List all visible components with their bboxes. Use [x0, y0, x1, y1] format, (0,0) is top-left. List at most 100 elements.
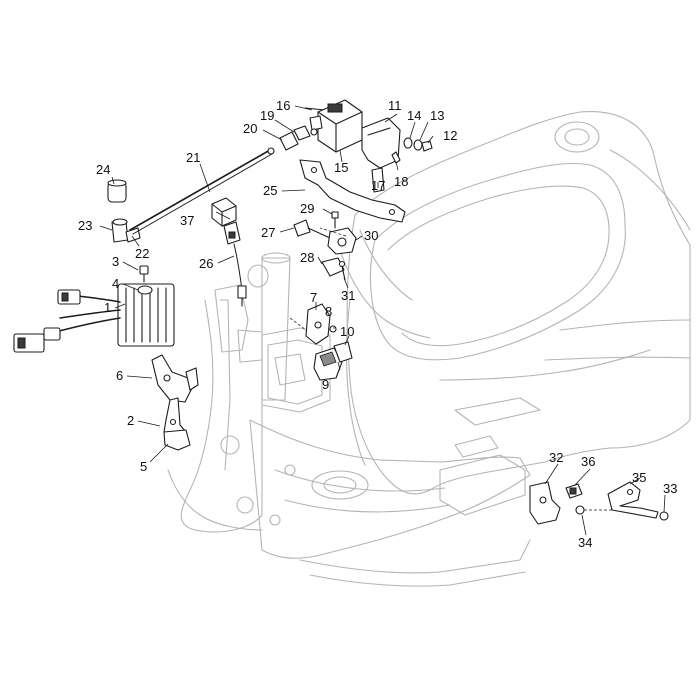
regulator-wire-1 — [59, 309, 121, 319]
assembly-guide — [289, 317, 307, 331]
regulator-screw — [139, 265, 149, 283]
frame-front-left — [180, 299, 263, 533]
regulator-connector-1 — [57, 289, 81, 305]
rubber-block — [211, 197, 237, 227]
frame-seat-area — [439, 349, 651, 381]
nut-8 — [329, 325, 337, 333]
callout-labels: 1 2 3 4 5 6 7 8 9 10 11 12 13 14 15 16 1… — [78, 98, 677, 550]
voltage-regulator — [13, 283, 175, 353]
frame-front-bracket-2 — [237, 329, 263, 363]
screw-29 — [331, 211, 339, 219]
callout-23: 23 — [78, 218, 92, 233]
callout-36: 36 — [581, 454, 595, 469]
frame-inner-cavity — [369, 162, 626, 361]
frame-grab-bar — [454, 397, 541, 426]
callout-30: 30 — [364, 228, 378, 243]
frame-lower-hole-1 — [220, 435, 240, 455]
frame-rear-cowl — [609, 149, 691, 231]
callout-22: 22 — [135, 246, 149, 261]
frame-body-outline — [346, 110, 691, 495]
support-bracket — [299, 159, 406, 223]
callout-18: 18 — [394, 174, 408, 189]
callout-9: 9 — [322, 377, 329, 392]
frame-headtube — [261, 257, 291, 401]
frame-cable-run — [339, 249, 431, 339]
frame-floor-rail — [299, 539, 531, 574]
frame-floor-hole-inner — [323, 476, 357, 494]
frame-cable-run-2 — [359, 229, 413, 301]
frame-fuel-cap-outer — [554, 121, 600, 153]
washer-14 — [403, 137, 413, 149]
bracket-28 — [321, 257, 345, 277]
frame-center-ridge — [345, 299, 366, 466]
frame-side-panel-line-2 — [544, 356, 691, 361]
callout-29: 29 — [300, 201, 314, 216]
leader-lines — [99, 105, 666, 536]
callout-2: 2 — [127, 413, 134, 428]
callout-34: 34 — [578, 535, 592, 550]
frame-front-left-2 — [219, 299, 231, 471]
relay-pin — [304, 107, 326, 111]
starter-relay — [309, 99, 363, 153]
frame-ecu-housing — [261, 327, 331, 413]
rubber-cap — [279, 131, 299, 151]
callout-10: 10 — [340, 324, 354, 339]
strap-bracket-35 — [607, 481, 659, 519]
long-cable — [129, 149, 271, 231]
frame-floor — [249, 419, 531, 559]
callout-24: 24 — [96, 162, 110, 177]
scooter-frame — [167, 110, 691, 587]
frame-ecu-inner — [267, 339, 323, 405]
clamp-10 — [333, 341, 353, 363]
bracket-32 — [529, 481, 561, 525]
callout-33: 33 — [663, 481, 677, 496]
callout-17: 17 — [371, 178, 385, 193]
frame-front-bracket — [214, 284, 249, 353]
callout-21: 21 — [186, 150, 200, 165]
callout-3: 3 — [112, 254, 119, 269]
sensor-lead — [233, 243, 243, 291]
callout-25: 25 — [263, 183, 277, 198]
regulator-body — [117, 283, 175, 347]
callout-28: 28 — [300, 250, 314, 265]
frame-floor-rib-1 — [274, 469, 446, 492]
callout-11: 11 — [388, 98, 402, 113]
regulator-wire-3 — [77, 295, 121, 303]
regulator-washer — [137, 285, 153, 295]
frame-lower-hole-4 — [269, 514, 281, 526]
washer-13 — [413, 139, 423, 151]
assembly-guide — [319, 227, 347, 237]
clip-18 — [391, 151, 401, 164]
regulator-connector-3 — [43, 327, 61, 341]
callout-13: 13 — [430, 108, 444, 123]
frame-lower-hole-3 — [284, 464, 296, 476]
callout-14: 14 — [407, 108, 421, 123]
connector-27 — [293, 219, 311, 237]
regulator-connector-1-pin — [61, 292, 69, 302]
callout-27: 27 — [261, 225, 275, 240]
sensor-plug — [237, 285, 247, 299]
frame-side-panel-line — [559, 319, 691, 331]
nut-33 — [659, 511, 669, 521]
bracket-tab-17 — [371, 167, 385, 193]
callout-32: 32 — [549, 450, 563, 465]
callout-26: 26 — [199, 256, 213, 271]
frame-step-plate — [439, 454, 526, 516]
callout-37: 37 — [180, 213, 194, 228]
frame-inner-cavity-edge — [387, 185, 610, 347]
frame-step-plate-slot — [454, 435, 499, 458]
frame-ecu-detail — [274, 353, 306, 386]
callout-12: 12 — [443, 128, 457, 143]
callout-20: 20 — [243, 121, 257, 136]
washer-34 — [575, 505, 585, 515]
callout-15: 15 — [334, 160, 348, 175]
callout-5: 5 — [140, 459, 147, 474]
frame-floor-rail-2 — [309, 571, 526, 587]
nut-12 — [421, 140, 433, 152]
frame-floor-rib-2 — [284, 499, 451, 513]
relay-cover — [361, 117, 401, 169]
frame-headtube-ring — [247, 264, 269, 288]
callout-4: 4 — [112, 276, 119, 291]
callout-8: 8 — [325, 304, 332, 319]
